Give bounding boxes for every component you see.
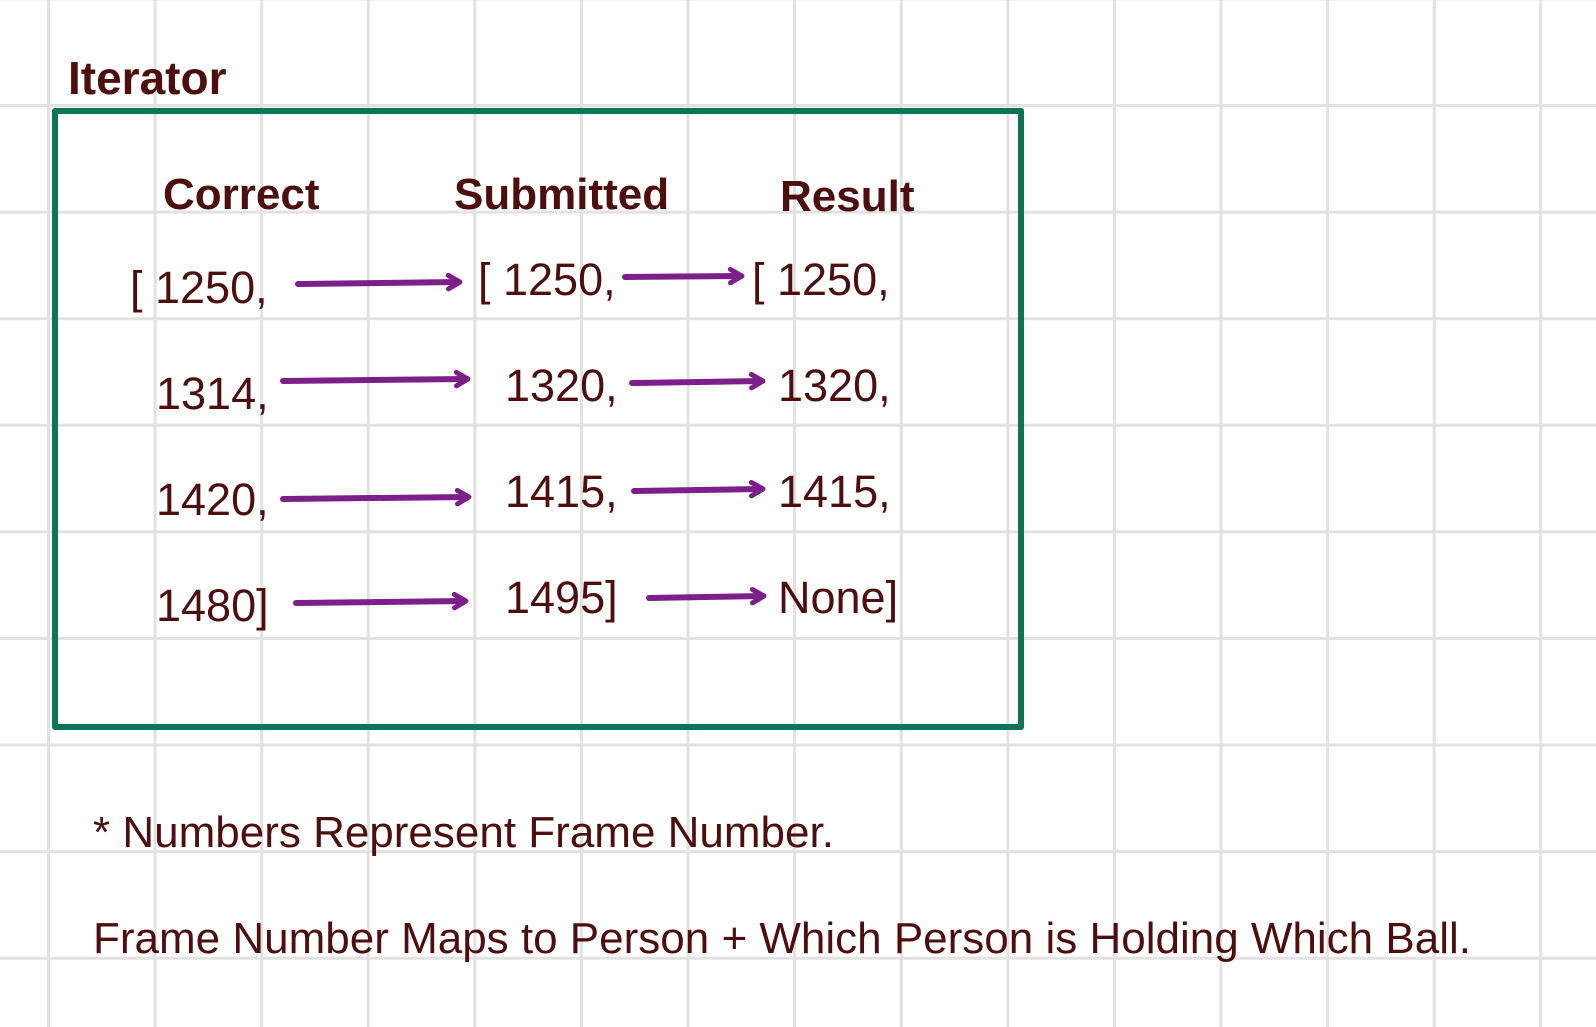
- result-value: 1320,: [778, 360, 891, 411]
- submitted-value: 1415,: [505, 466, 618, 517]
- correct-value: 1420,: [156, 474, 269, 525]
- correct-value: 1480]: [156, 580, 269, 631]
- submitted-value: 1320,: [505, 360, 618, 411]
- result-value: None]: [778, 572, 899, 623]
- column-header-submitted: Submitted: [454, 170, 670, 219]
- correct-value: 1314,: [156, 368, 269, 419]
- submitted-value: [ 1250,: [478, 254, 616, 305]
- submitted-value: 1495]: [505, 572, 618, 623]
- footnote-frame-number: * Numbers Represent Frame Number.: [93, 808, 834, 857]
- column-header-correct: Correct: [163, 170, 320, 219]
- result-value: 1415,: [778, 466, 891, 517]
- footnote-mapping: Frame Number Maps to Person + Which Pers…: [93, 914, 1471, 963]
- result-value: [ 1250,: [752, 254, 890, 305]
- correct-value: [ 1250,: [130, 262, 268, 313]
- diagram-title: Iterator: [68, 52, 227, 104]
- column-header-result: Result: [780, 172, 915, 221]
- iterator-frame: [52, 108, 1024, 730]
